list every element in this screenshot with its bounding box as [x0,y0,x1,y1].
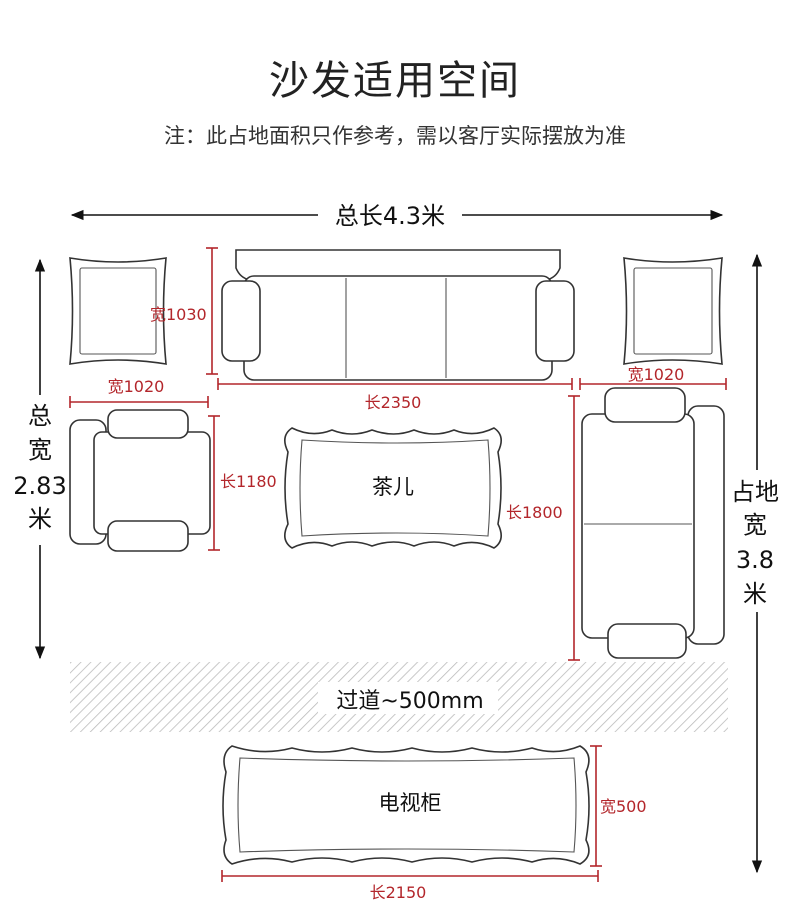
armchair-length-label: 长1180 [220,472,277,491]
walkway-label: 过道~500mm [336,689,483,714]
side-sofa-length-dimension: 长1800 [506,395,580,661]
footprint-width-dimension: 占地 宽 3.8 米 [731,253,779,874]
sofa-depth-label: 宽1030 [150,305,207,324]
tv-cabinet-length-label: 长2150 [370,883,427,902]
side-sofa-width-label: 宽1020 [628,365,685,384]
tv-cabinet-length-dimension: 长2150 [221,870,599,902]
footprint-label-1: 占地 [731,478,779,506]
armchair-width-dimension: 宽1020 [69,377,209,408]
coffee-table: 茶儿 [284,427,502,549]
coffee-table-label: 茶儿 [372,475,414,499]
footprint-label-3: 3.8 [736,546,774,574]
total-length-label: 总长4.3米 [335,202,445,230]
total-width-label-1: 总 [28,402,52,430]
footprint-label-2: 宽 [743,511,767,539]
tv-cabinet-width-label: 宽500 [600,797,647,816]
tv-cabinet-width-dimension: 宽500 [590,745,647,867]
total-width-label-2: 宽 [28,436,52,464]
armchair-left [69,409,211,552]
total-width-dimension: 总 宽 2.83 米 [13,258,67,660]
walkway-area: 过道~500mm [70,662,728,732]
total-width-label-3: 2.83 [13,472,66,500]
sofa-length-dimension: 长2350 [217,378,573,412]
total-length-dimension: 总长4.3米 [70,202,724,230]
end-table-top-left [69,257,167,365]
side-sofa-right [581,387,725,659]
tv-cabinet-label: 电视柜 [379,791,442,815]
sofa-length-label: 长2350 [365,393,422,412]
sofa-depth-dimension: 宽1030 [150,247,218,375]
total-width-label-4: 米 [28,505,52,533]
three-seat-sofa [221,249,575,381]
tv-cabinet: 电视柜 [222,745,590,865]
page-title: 沙发适用空间 [269,58,521,104]
side-sofa-length-label: 长1800 [506,503,563,522]
reference-note: 注：此占地面积只作参考，需以客厅实际摆放为准 [164,124,626,148]
end-table-top-right [623,257,723,365]
footprint-label-4: 米 [743,580,767,608]
armchair-length-dimension: 长1180 [208,415,277,551]
armchair-width-label: 宽1020 [108,377,165,396]
side-sofa-width-dimension: 宽1020 [579,365,727,390]
